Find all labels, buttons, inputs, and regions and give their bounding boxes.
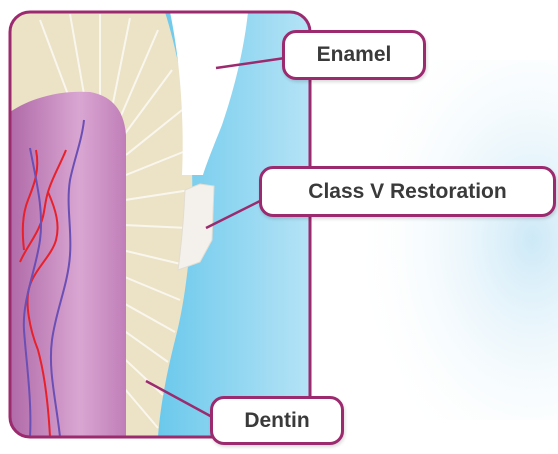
enamel-label: Enamel — [282, 30, 426, 80]
background-glow — [300, 60, 558, 420]
dentin-label: Dentin — [210, 396, 344, 445]
tooth-section — [10, 12, 310, 437]
class-v-restoration-label: Class V Restoration — [259, 166, 556, 217]
